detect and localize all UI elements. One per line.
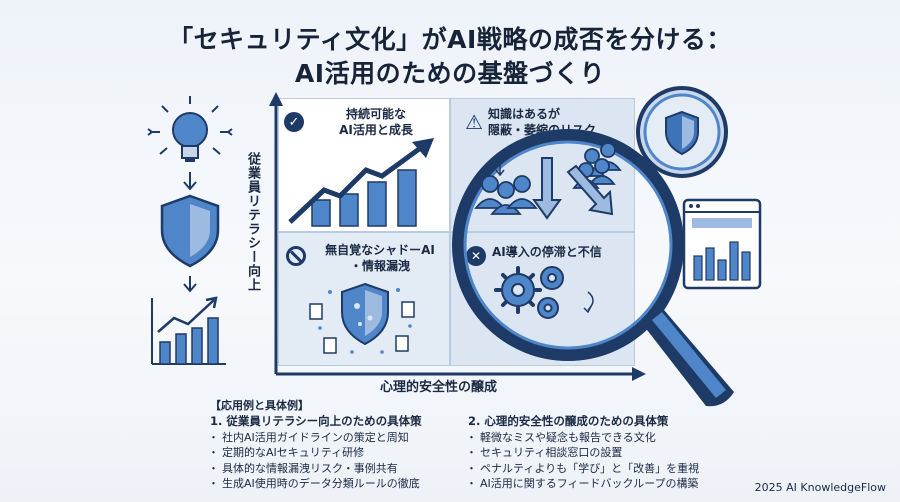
list-item: ペナルティよりも「学び」と「改善」を重視 xyxy=(466,461,723,477)
footer-credit: 2025 AI KnowledgeFlow xyxy=(754,481,886,494)
list-item: 軽微なミスや疑念も報告できる文化 xyxy=(466,430,723,446)
data-leak-icon xyxy=(309,282,415,354)
quadrant-top-left-label: 持続可能な AI活用と成長 xyxy=(339,107,413,137)
examples-column-1-title: 1. 従業員リテラシー向上のための具体策 xyxy=(210,414,422,428)
examples-heading: 【応用例と具体例】 xyxy=(210,399,309,412)
down-arrow-icon xyxy=(532,157,562,220)
y-axis-label: 従業員リテラシー向上 xyxy=(245,152,260,292)
dashboard-icon xyxy=(682,198,762,290)
magnifier-icon xyxy=(452,129,734,407)
quadrant-top-right-label: 知識はあるが 隠蔽・萎縮のリスク xyxy=(488,107,597,137)
list-item: 具体的な情報漏洩リスク・事例共有 xyxy=(208,461,465,477)
x-circle-icon: ✕ xyxy=(466,246,486,266)
quadrant-bottom-right-label: AI導入の停滞と不信 xyxy=(492,245,602,259)
left-illustration xyxy=(147,96,233,365)
examples-column-2: 2. 心理的安全性の醸成のための具体策 軽微なミスや疑念も報告できる文化 セキュ… xyxy=(466,414,723,492)
quadrant-bottom-left-label: 無自覚なシャドーAI ・情報漏洩 xyxy=(325,243,435,273)
gears-icon xyxy=(501,266,564,319)
examples-column-1: 1. 従業員リテラシー向上のための具体策 社内AI活用ガイドラインの策定と周知 … xyxy=(208,414,465,492)
examples-column-2-title: 2. 心理的安全性の醸成のための具体策 xyxy=(468,414,669,428)
growth-chart-icon xyxy=(288,138,434,227)
x-axis-label: 心理的安全性の醸成 xyxy=(380,380,498,395)
list-item: AI活用に関するフィードバックループの構築 xyxy=(466,476,723,492)
prohibited-icon xyxy=(286,246,306,266)
list-item: 生成AI使用時のデータ分類ルールの徹底 xyxy=(208,476,465,492)
people-group-icon xyxy=(474,142,622,215)
list-item: 社内AI活用ガイドラインの策定と周知 xyxy=(208,430,465,446)
down-arrow-icon xyxy=(183,172,197,191)
page-title-line1: 「セキュリティ文化」がAI戦略の成否を分ける： xyxy=(168,25,732,54)
warning-icon: ⚠ xyxy=(465,110,483,134)
shield-badge-icon xyxy=(636,86,728,178)
page-title-line2: AI活用のための基盤づくり xyxy=(294,59,606,88)
lightbulb-icon xyxy=(147,96,233,155)
list-item: セキュリティ相談窓口の設置 xyxy=(466,445,723,461)
list-item: 定期的なAIセキュリティ研修 xyxy=(208,445,465,461)
bar-chart-icon xyxy=(151,296,226,365)
axes xyxy=(269,92,646,381)
check-circle-icon: ✓ xyxy=(284,112,304,132)
